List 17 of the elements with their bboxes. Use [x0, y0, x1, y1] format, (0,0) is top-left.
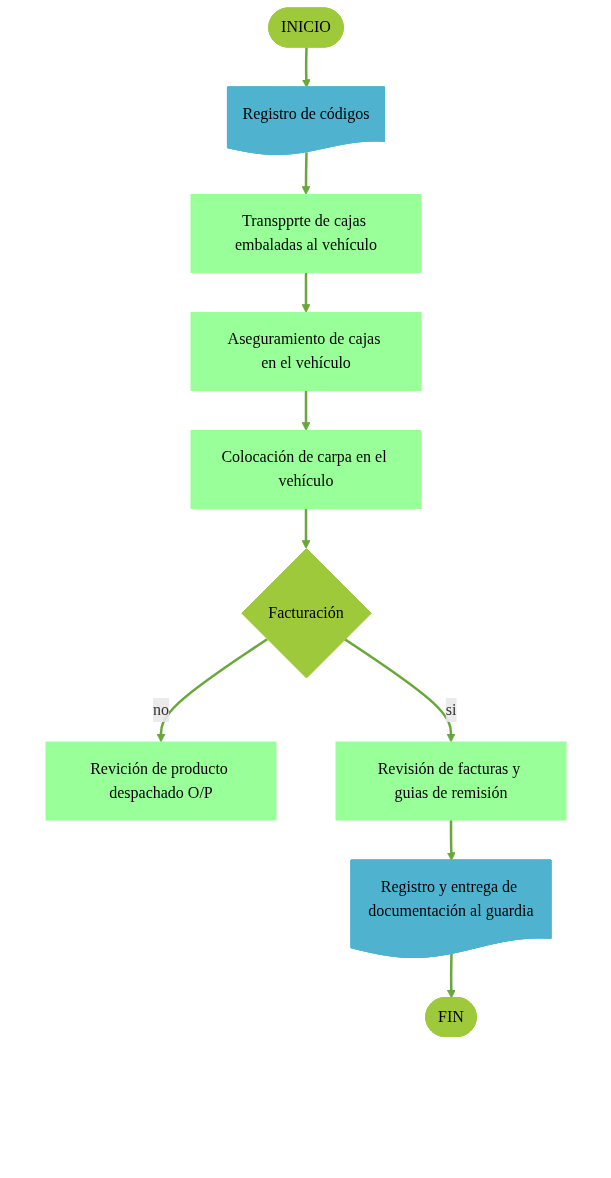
arrow [446, 953, 456, 999]
arrow [301, 508, 310, 549]
arrow [301, 152, 310, 195]
arrow [301, 390, 310, 431]
edge-label: si [445, 701, 456, 719]
arrow [301, 272, 310, 313]
node-box: Colocación de carpa en el vehículo [190, 430, 421, 509]
node-box: Transpprte de cajas embaladas al vehículo [190, 194, 421, 273]
arrow [301, 47, 311, 88]
node-diamond: Facturación [240, 548, 372, 679]
arrow [156, 638, 268, 743]
arrow [343, 638, 455, 743]
node-box: Revisión de facturas y guias de remisión [335, 741, 566, 821]
arrow [446, 820, 456, 861]
node-box: Aseguramiento de cajas en el vehículo [190, 312, 421, 391]
edge-label: no [152, 701, 169, 719]
node-box: Revición de producto despachado O/P [45, 741, 276, 821]
